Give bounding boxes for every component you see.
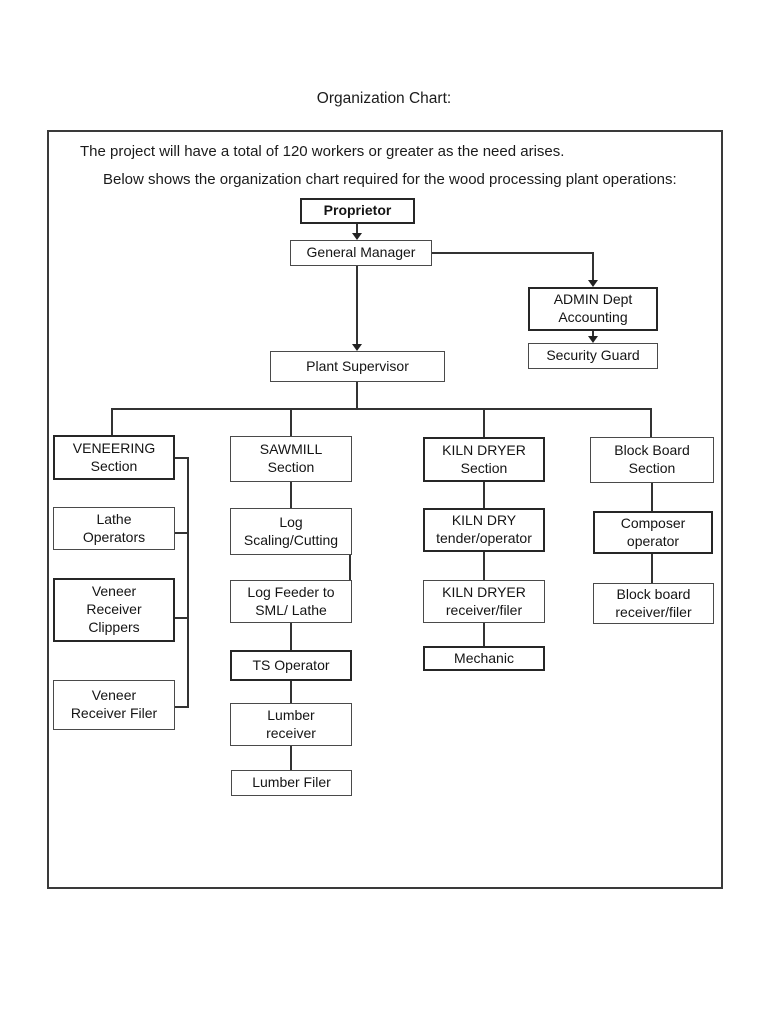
- org-node-security-guard: Security Guard: [528, 343, 658, 369]
- connector-drop-sawmill: [290, 408, 292, 436]
- org-node-general-manager: General Manager: [290, 240, 432, 266]
- node-label: SAWMILL Section: [259, 441, 323, 475]
- node-label: VENEERING Section: [72, 439, 156, 474]
- org-node-kiln-dry-tender: KILN DRY tender/operator: [423, 508, 545, 552]
- connector-tsoperator-lumberreceiver: [290, 681, 292, 703]
- connector-admin-security: [592, 331, 594, 337]
- connector-blocksection-composer: [651, 483, 653, 511]
- node-label: Block board receiver/filer: [615, 585, 692, 620]
- connector-sawmill-logscaling: [290, 482, 292, 508]
- node-label: KILN DRYER receiver/filer: [442, 583, 526, 618]
- node-label: Proprietor: [323, 202, 392, 219]
- node-label: Security Guard: [546, 347, 640, 364]
- connector-drop-kiln: [483, 408, 485, 437]
- node-label: KILN DRYER Section: [442, 441, 526, 476]
- node-label: Lathe Operators: [82, 510, 146, 545]
- connector-receiver-mechanic: [483, 623, 485, 646]
- connector-drop-veneering: [111, 408, 113, 435]
- node-label: Composer operator: [620, 514, 686, 549]
- arrowhead-down-icon: [352, 344, 362, 351]
- node-label: Lumber Filer: [252, 774, 331, 791]
- org-node-lathe-operators: Lathe Operators: [53, 507, 175, 550]
- connector-gm-admin-vertical: [592, 252, 594, 281]
- connector-clippers-stub: [175, 617, 189, 619]
- node-label: Veneer Receiver Filer: [70, 687, 158, 721]
- connector-tender-receiver: [483, 552, 485, 580]
- org-node-lumber-receiver: Lumber receiver: [230, 703, 352, 746]
- connector-filer-stub: [175, 706, 189, 708]
- org-node-veneer-receiver-clippers: Veneer Receiver Clippers: [53, 578, 175, 642]
- node-label: Block Board Section: [614, 442, 690, 476]
- node-label: Log Feeder to SML/ Lathe: [247, 583, 335, 618]
- connector-gm-plant-supervisor: [356, 266, 358, 345]
- node-label: General Manager: [306, 244, 416, 261]
- org-node-proprietor: Proprietor: [300, 198, 415, 224]
- org-node-ts-operator: TS Operator: [230, 650, 352, 681]
- node-label: TS Operator: [252, 656, 330, 673]
- connector-drop-block-board: [650, 408, 652, 437]
- org-node-lumber-filer: Lumber Filer: [231, 770, 352, 796]
- arrowhead-down-icon: [352, 233, 362, 240]
- connector-logscaling-logfeeder: [349, 555, 351, 580]
- node-label: KILN DRY tender/operator: [436, 512, 532, 546]
- intro-paragraph-2: Below shows the organization chart requi…: [103, 171, 677, 188]
- org-node-veneer-receiver-filer: Veneer Receiver Filer: [53, 680, 175, 730]
- node-label: Lumber receiver: [266, 706, 316, 741]
- connector-composer-blockreceiver: [651, 554, 653, 583]
- arrowhead-down-icon: [588, 280, 598, 287]
- org-node-log-feeder: Log Feeder to SML/ Lathe: [230, 580, 352, 623]
- node-label: Log Scaling/Cutting: [243, 513, 339, 548]
- org-node-kiln-dryer-receiver: KILN DRYER receiver/filer: [423, 580, 545, 623]
- connector-plant-supervisor-drop: [356, 382, 358, 409]
- node-label: Veneer Receiver Clippers: [86, 583, 142, 635]
- org-node-block-board-section: Block Board Section: [590, 437, 714, 483]
- org-node-kiln-dryer-section: KILN DRYER Section: [423, 437, 545, 482]
- connector-kilnsection-tender: [483, 482, 485, 508]
- node-label: ADMIN Dept Accounting: [553, 291, 633, 325]
- connector-proprietor-gm: [356, 224, 358, 234]
- connector-veneering-bracket: [187, 457, 189, 708]
- org-node-admin-dept: ADMIN Dept Accounting: [528, 287, 658, 331]
- org-node-block-board-receiver: Block board receiver/filer: [593, 583, 714, 624]
- intro-paragraph-1: The project will have a total of 120 wor…: [80, 143, 565, 160]
- page-title: Organization Chart:: [316, 90, 452, 107]
- arrowhead-down-icon: [588, 336, 598, 343]
- org-node-sawmill-section: SAWMILL Section: [230, 436, 352, 482]
- node-label: Plant Supervisor: [306, 357, 409, 374]
- org-node-veneering-section: VENEERING Section: [53, 435, 175, 480]
- connector-veneering-stub: [175, 457, 189, 459]
- connector-lathe-stub: [175, 532, 189, 534]
- org-node-mechanic: Mechanic: [423, 646, 545, 671]
- node-label: Mechanic: [454, 649, 514, 666]
- connector-logfeeder-tsoperator: [290, 623, 292, 650]
- org-node-plant-supervisor: Plant Supervisor: [270, 351, 445, 382]
- org-node-composer-operator: Composer operator: [593, 511, 713, 554]
- org-node-log-scaling-cutting: Log Scaling/Cutting: [230, 508, 352, 555]
- connector-lumberreceiver-lumberfiler: [290, 746, 292, 770]
- connector-gm-admin-horizontal: [432, 252, 594, 254]
- connector-distribution-line: [111, 408, 652, 410]
